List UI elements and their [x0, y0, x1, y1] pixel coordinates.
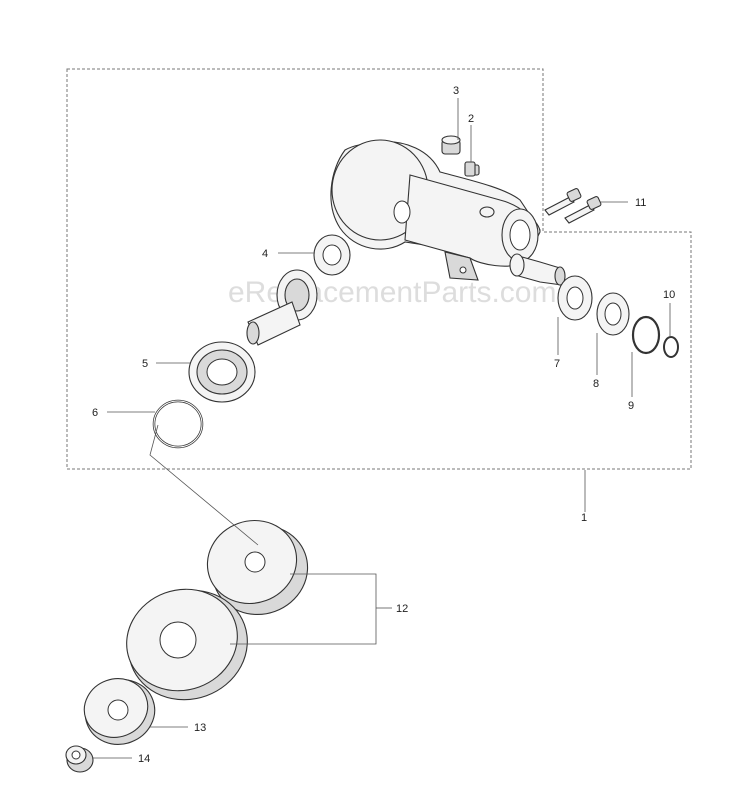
- part-8-bearing: [596, 292, 630, 336]
- callout-11: 11: [635, 197, 646, 209]
- part-10-ring: [663, 336, 679, 358]
- part-3-plug: [441, 135, 461, 155]
- part-6-circlip: [152, 399, 204, 449]
- output-shaft: [509, 253, 566, 286]
- callout-3: 3: [453, 85, 459, 97]
- callout-7: 7: [554, 358, 560, 370]
- part-11-bolts: [544, 188, 602, 224]
- callout-6: 6: [92, 407, 98, 419]
- callout-13: 13: [194, 722, 206, 734]
- callout-9: 9: [628, 400, 634, 412]
- part-4-bearing: [313, 234, 351, 276]
- part-12-cup-lower: [126, 588, 248, 701]
- assembly-boundary: [66, 68, 692, 470]
- leader-lines: [92, 98, 671, 759]
- part-9-circlip: [631, 315, 661, 355]
- callout-10: 10: [663, 289, 675, 301]
- callout-14: 14: [138, 753, 150, 765]
- callout-12: 12: [396, 603, 408, 615]
- gear-housing: [330, 139, 541, 281]
- part-5-bearing: [188, 341, 256, 403]
- callout-8: 8: [593, 378, 599, 390]
- callout-5: 5: [142, 358, 148, 370]
- part-2-screw: [464, 161, 476, 177]
- bevel-gear: [246, 269, 318, 346]
- callout-2: 2: [468, 113, 474, 125]
- part-12-flange-upper: [206, 519, 309, 616]
- part-14-nut: [65, 745, 94, 773]
- callout-4: 4: [262, 248, 268, 260]
- part-7-bearing: [557, 275, 593, 321]
- callout-1: 1: [581, 512, 587, 524]
- part-13-washer: [83, 678, 156, 745]
